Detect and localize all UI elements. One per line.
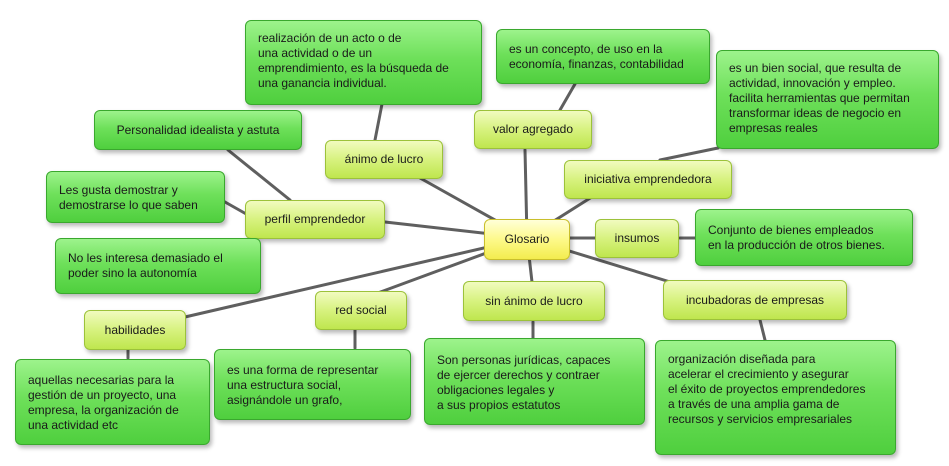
topic-habilidades[interactable]: habilidades	[84, 310, 186, 350]
topic-animo-de-lucro[interactable]: ánimo de lucro	[325, 140, 443, 179]
definition-valor-agregado[interactable]: es un concepto, de uso en la economía, f…	[496, 29, 710, 84]
connector-line	[226, 148, 292, 202]
center-node-glosario[interactable]: Glosario	[484, 219, 570, 260]
definition-perfil-autonomia[interactable]: No les interesa demasiado el poder sino …	[55, 238, 261, 294]
connector-line	[373, 102, 384, 142]
connector-line	[658, 146, 720, 162]
definition-red-social[interactable]: es una forma de representar una estructu…	[214, 349, 411, 420]
topic-sin-animo-de-lucro[interactable]: sin ánimo de lucro	[463, 281, 605, 321]
topic-incubadoras-de-empresas[interactable]: incubadoras de empresas	[663, 280, 847, 320]
connector-line	[758, 318, 767, 342]
connector-line	[183, 236, 529, 319]
topic-insumos[interactable]: insumos	[595, 219, 679, 258]
connector-line	[558, 82, 577, 112]
definition-habilidades[interactable]: aquellas necesarias para la gestión de u…	[15, 359, 210, 445]
topic-red-social[interactable]: red social	[315, 291, 407, 330]
topic-perfil-emprendedor[interactable]: perfil emprendedor	[245, 200, 385, 239]
definition-incubadoras[interactable]: organización diseñada para acelerar el c…	[655, 340, 896, 455]
definition-animo-de-lucro[interactable]: realización de un acto o de una activida…	[245, 20, 482, 105]
definition-perfil-personalidad[interactable]: Personalidad idealista y astuta	[94, 110, 302, 150]
connector-line	[223, 200, 250, 217]
topic-iniciativa-emprendedora[interactable]: iniciativa emprendedora	[564, 160, 732, 199]
definition-perfil-demostrar[interactable]: Les gusta demostrar y demostrarse lo que…	[46, 171, 225, 223]
definition-sin-animo-de-lucro[interactable]: Son personas jurídicas, capaces de ejerc…	[424, 338, 645, 425]
topic-valor-agregado[interactable]: valor agregado	[474, 110, 592, 149]
definition-insumos[interactable]: Conjunto de bienes empleados en la produ…	[695, 209, 913, 266]
definition-iniciativa-emprendedora[interactable]: es un bien social, que resulta de activi…	[716, 50, 939, 149]
